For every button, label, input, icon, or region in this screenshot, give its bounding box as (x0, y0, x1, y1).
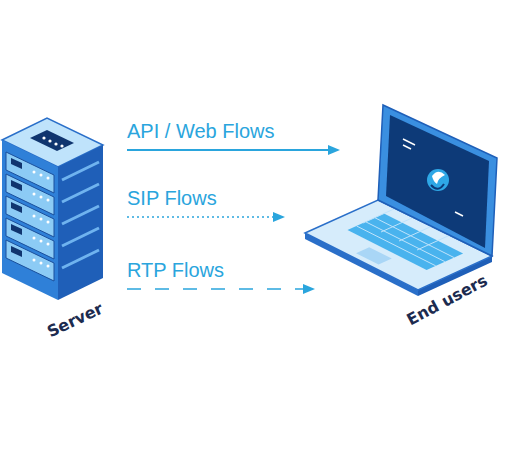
arrow-head (273, 212, 285, 222)
node-label: End users (403, 271, 490, 329)
flow-line (127, 288, 305, 290)
flow-arrow (127, 145, 340, 155)
flow-arrow (127, 212, 285, 222)
flow-label: API / Web Flows (127, 119, 274, 143)
flow-line (127, 149, 330, 151)
server-illustration (2, 118, 103, 300)
flow-line (127, 216, 275, 218)
arrow-head (328, 145, 340, 155)
laptop-illustration (305, 105, 497, 296)
server-node: Server (0, 110, 125, 355)
flow-label: RTP Flows (127, 258, 224, 282)
flow-arrow (127, 284, 315, 294)
flow-label: SIP Flows (127, 186, 217, 210)
node-label: Server (44, 299, 106, 341)
arrow-head (303, 284, 315, 294)
end-users-node: End users (285, 100, 505, 350)
